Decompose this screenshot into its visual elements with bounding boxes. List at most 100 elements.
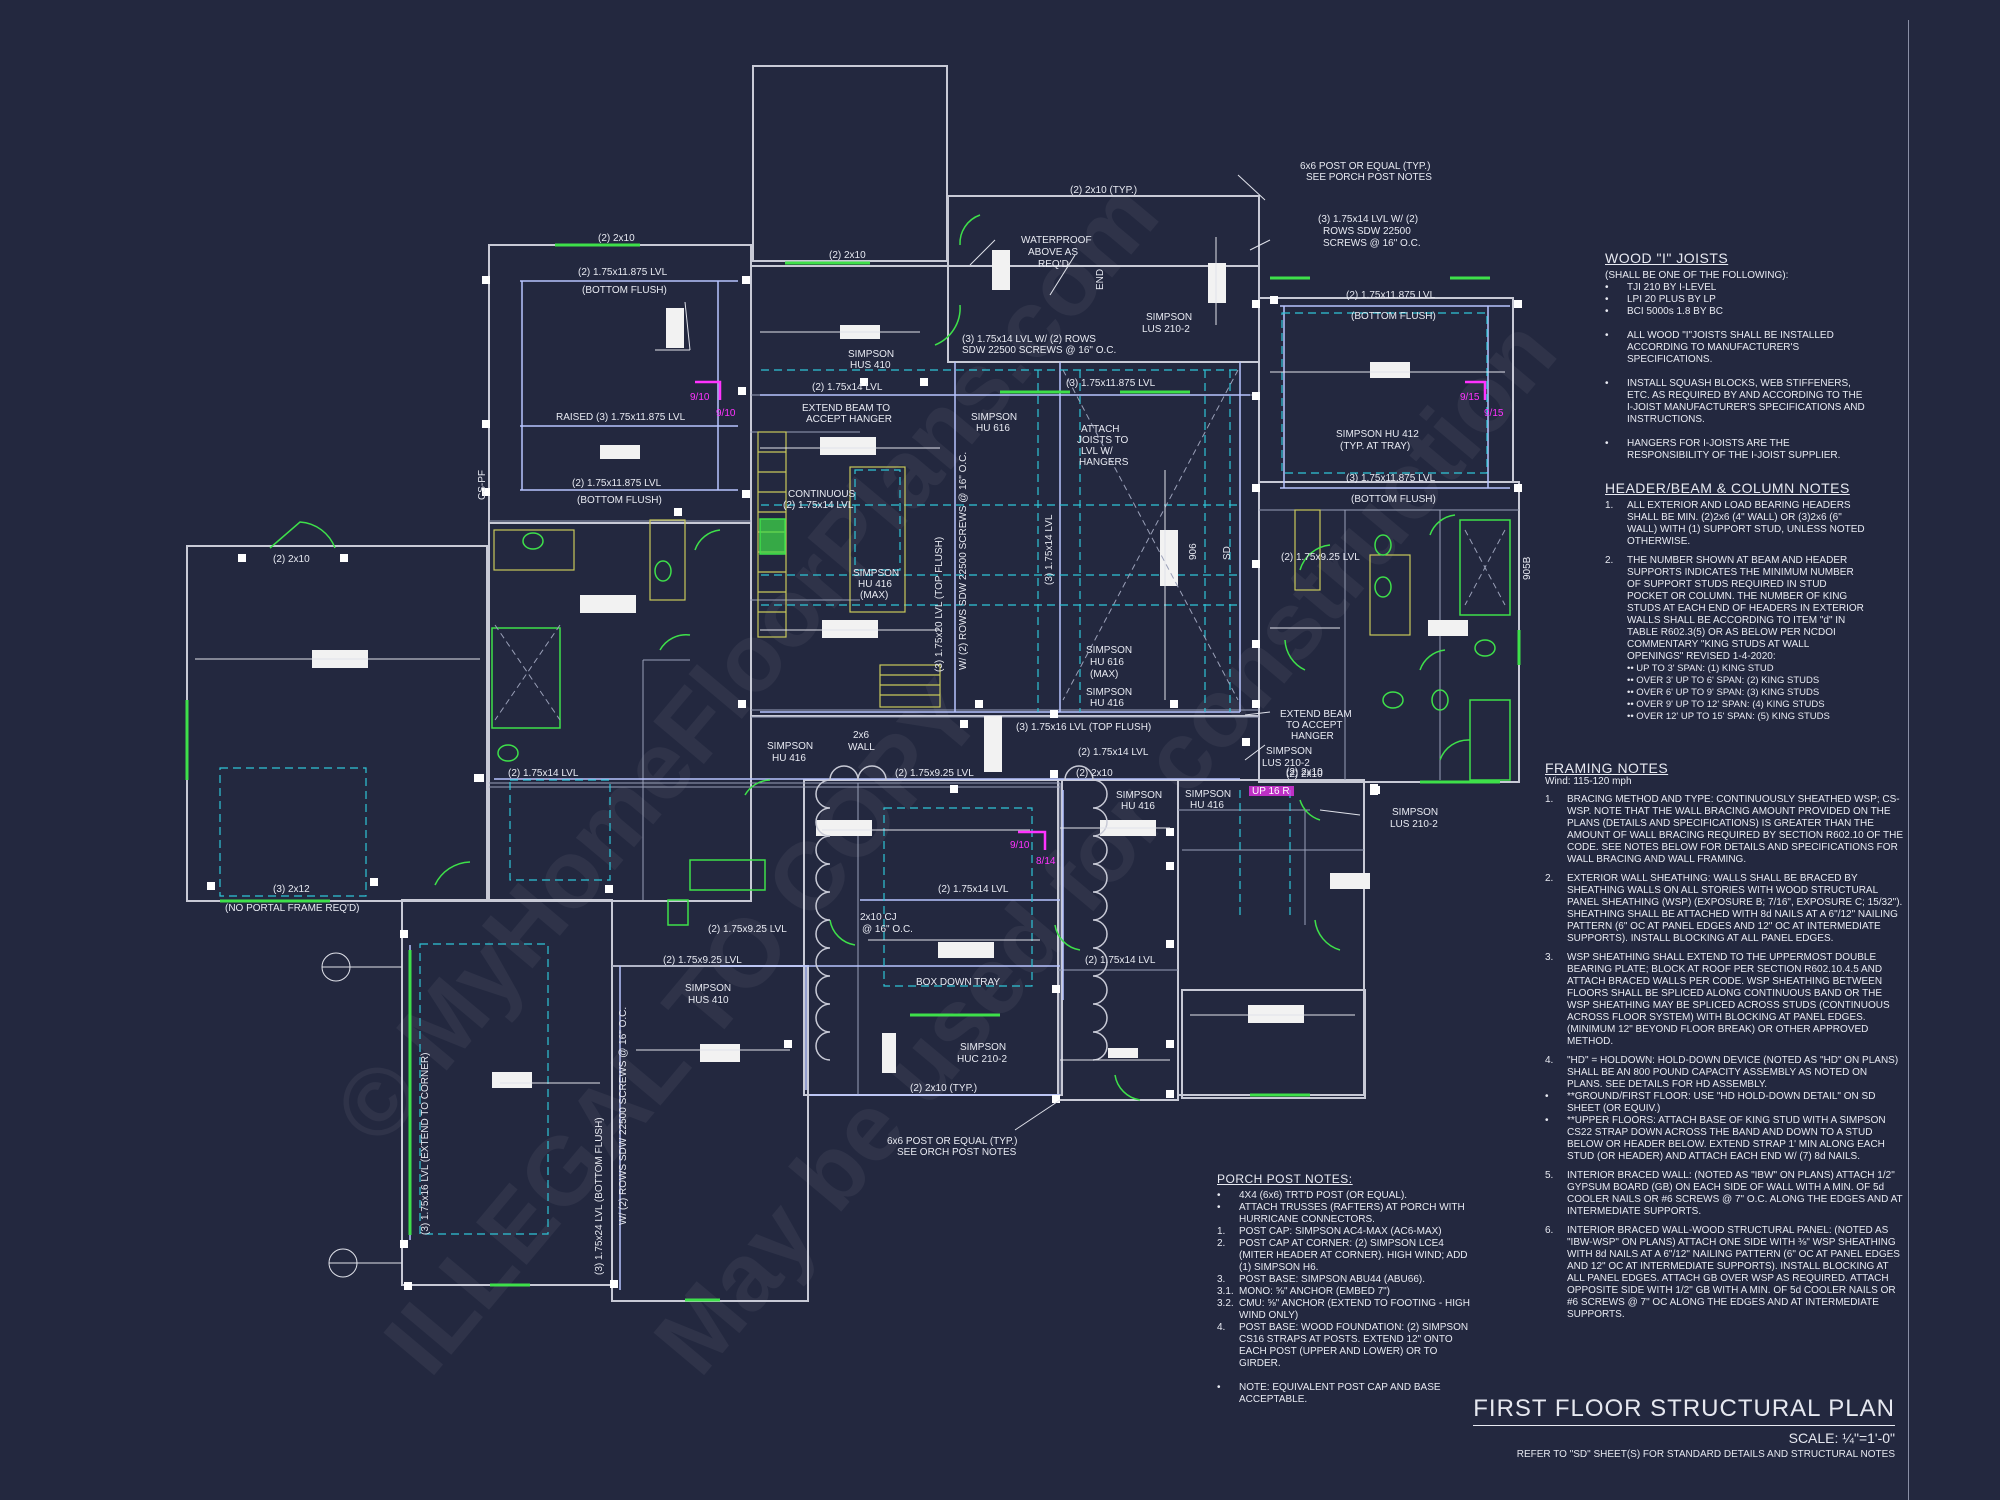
plan-label: ACCEPT HANGER (806, 414, 892, 425)
plan-label: (2) 1.75x11.875 LVL (578, 267, 668, 278)
plan-label: HU 416 (1190, 800, 1224, 811)
porch-scallop-outline (815, 765, 1108, 1061)
list-item: 1.BRACING METHOD AND TYPE: CONTINUOUSLY … (1545, 794, 1903, 865)
plan-label: W/ (2) ROWS SDW 22500 SCREWS @ 16" O.C. (958, 452, 969, 670)
list-item: 3.1.MONO: ⅝" ANCHOR (EMBED 7") (1217, 1286, 1391, 1297)
list-item: 3.WSP SHEATHING SHALL EXTEND TO THE UPPE… (1545, 952, 1890, 1047)
sheet-title: FIRST FLOOR STRUCTURAL PLAN (1473, 1395, 1895, 1426)
holdown-label: 9/15 (1460, 392, 1480, 403)
plan-label: RAISED (3) 1.75x11.875 LVL (556, 412, 686, 423)
plan-label: 2x6 (853, 730, 870, 741)
holdown-label: 9/15 (1484, 408, 1504, 419)
king-stud-rule: •• UP TO 3' SPAN: (1) KING STUD (1627, 663, 1774, 674)
plan-label: JOISTS TO (1077, 435, 1129, 446)
plan-label: HANGER (1291, 731, 1334, 742)
plan-label: REQ'D (1038, 259, 1069, 270)
plan-label: (3) 1.75x16 LVL (EXTEND TO CORNER) (420, 1053, 431, 1235)
plan-label: SEE PORCH POST NOTES (1306, 172, 1432, 183)
plan-label: 2x10 CJ (860, 912, 897, 923)
king-stud-rule: •• OVER 6' UP TO 9' SPAN: (3) KING STUDS (1627, 687, 1820, 698)
list-item: 5.INTERIOR BRACED WALL: (NOTED AS "IBW" … (1545, 1170, 1903, 1217)
plan-label: 6x6 POST OR EQUAL (TYP.) (887, 1136, 1017, 1147)
plan-label: SIMPSON (1086, 687, 1132, 698)
windows (185, 243, 1521, 1302)
plan-label: 905B (1522, 556, 1533, 580)
plan-label: ABOVE AS (1028, 247, 1078, 258)
wood-joists-intro: (SHALL BE ONE OF THE FOLLOWING): (1605, 270, 1789, 281)
plan-label: SIMPSON (1146, 312, 1192, 323)
plan-label: SD (1222, 546, 1233, 560)
plan-label: SIMPSON (1116, 790, 1162, 801)
plan-label: (2) 2x10 (598, 233, 635, 244)
plan-label: (2) 1.75x9.25 LVL (1281, 552, 1360, 563)
plan-label: (3) 1.75x16 LVL (TOP FLUSH) (1016, 722, 1151, 733)
list-item: •ATTACH TRUSSES (RAFTERS) AT PORCH WITH … (1217, 1202, 1465, 1225)
list-item: 2.EXTERIOR WALL SHEATHING: WALLS SHALL B… (1545, 873, 1903, 944)
plan-label: ATTACH (1081, 424, 1120, 435)
plan-label: SIMPSON (1392, 807, 1438, 818)
plan-label: SIMPSON (1086, 645, 1132, 656)
plan-label: SIMPSON (1266, 746, 1312, 757)
plan-label: (2) 1.75x9.25 LVL (895, 768, 974, 779)
plan-label: (2) 1.75x11.875 LVL (572, 478, 662, 489)
plan-label: (2) 1.75x9.25 LVL (708, 924, 787, 935)
plan-label: LUS 210-2 (1390, 819, 1438, 830)
plan-label: CONTINUOUS (788, 489, 856, 500)
plan-label: (BOTTOM FLUSH) (577, 495, 662, 506)
plan-label: (2) 1.75x9.25 LVL (663, 955, 742, 966)
plan-label: (2) 1.75x14 LVL (812, 382, 883, 393)
plan-label: HUC 210-2 (957, 1054, 1007, 1065)
plan-label: (2) 2x10 (1286, 767, 1323, 778)
plan-label: (BOTTOM FLUSH) (582, 285, 667, 296)
holdown-label: 9/10 (690, 392, 710, 403)
plan-label: (2) 1.75x14 LVL (783, 500, 854, 511)
plan-label: SCREWS @ 16" O.C. (1323, 238, 1421, 249)
list-item: 2.THE NUMBER SHOWN AT BEAM AND HEADER SU… (1605, 555, 1864, 662)
plan-label: (MAX) (1090, 669, 1118, 680)
plan-label: HU 616 (976, 423, 1010, 434)
plan-label: (3) 1.75x11.875 LVL (1066, 378, 1156, 389)
wood-joists-heading: WOOD "I" JOISTS (1605, 250, 1729, 266)
plan-label: (BOTTOM FLUSH) (1351, 494, 1436, 505)
king-stud-rule: •• OVER 3' UP TO 6' SPAN: (2) KING STUDS (1627, 675, 1820, 686)
plan-label: (2) 1.75x11.875 LVL (1346, 290, 1436, 301)
plan-label: 906 (1188, 543, 1199, 560)
plan-label: (2) 2x10 (1286, 769, 1323, 780)
list-item: 2.POST CAP AT CORNER: (2) SIMPSON LCE4 (… (1217, 1238, 1468, 1273)
plan-label: SIMPSON (848, 349, 894, 360)
plan-label: EXTEND BEAM (1280, 709, 1352, 720)
sheet-reference-note: REFER TO "SD" SHEET(S) FOR STANDARD DETA… (1516, 1449, 1895, 1460)
plan-annotations: (2) 2x10 (2) 2x10 (2) 2x10 (TYP.) (2) 1.… (225, 161, 1533, 1275)
list-item: 4."HD" = HOLDOWN: HOLD-DOWN DEVICE (NOTE… (1545, 1055, 1899, 1090)
list-item: •HANGERS FOR I-JOISTS ARE THE RESPONSIBI… (1605, 438, 1841, 461)
list-item: 3.2.CMU: ⅝" ANCHOR (EXTEND TO FOOTING - … (1217, 1298, 1470, 1321)
list-item: 1.ALL EXTERIOR AND LOAD BEARING HEADERS … (1605, 500, 1865, 547)
plan-label: (2) 1.75x14 LVL (938, 884, 1009, 895)
framing-notes-heading: FRAMING NOTES (1545, 760, 1669, 776)
header-notes-heading: HEADER/BEAM & COLUMN NOTES (1605, 480, 1850, 496)
plan-label: (2) 1.75x14 LVL (1085, 955, 1156, 966)
plan-label: HU 616 (1090, 657, 1124, 668)
plan-label: (NO PORTAL FRAME REQ'D) (225, 903, 360, 914)
list-item: •ALL WOOD "I"JOISTS SHALL BE INSTALLED A… (1605, 330, 1834, 365)
plan-label: (2) 2x10 (273, 554, 310, 565)
list-item: •**GROUND/FIRST FLOOR: USE "HD HOLD-DOWN… (1545, 1091, 1876, 1114)
porch-notes-heading: PORCH POST NOTES: (1217, 1172, 1353, 1186)
list-item: •BCI 5000s 1.8 BY BC (1605, 306, 1723, 317)
plan-label: (MAX) (860, 590, 888, 601)
sheet-border-line (1908, 20, 1909, 1500)
plan-label: HU 416 (1090, 698, 1124, 709)
porch-post-notes: PORCH POST NOTES: •4X4 (6x6) TRT'D POST … (1217, 1172, 1477, 1413)
section-callout-905b (328, 1248, 402, 1278)
posts (207, 276, 1522, 1290)
beam-lines (409, 280, 1510, 1290)
list-item: •LPI 20 PLUS BY LP (1605, 294, 1716, 305)
plan-label: (2) 1.75x14 LVL (508, 768, 579, 779)
plan-label: SDW 22500 SCREWS @ 16" O.C. (962, 345, 1116, 356)
plan-label: SIMPSON (767, 741, 813, 752)
plan-label: (3) 1.75x20 LVL (TOP FLUSH) (934, 537, 945, 672)
plan-label: SIMPSON (853, 568, 899, 579)
plan-label: HU 416 (1121, 801, 1155, 812)
framing-notes: FRAMING NOTES Wind: 115-120 mph 1.BRACIN… (1545, 760, 1905, 1328)
